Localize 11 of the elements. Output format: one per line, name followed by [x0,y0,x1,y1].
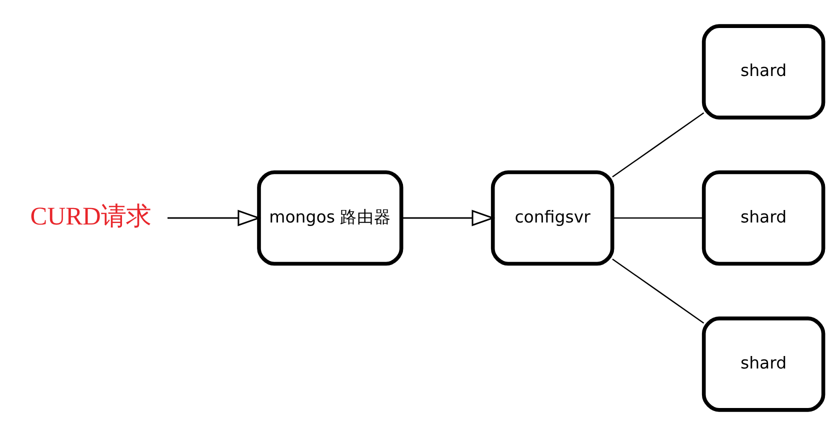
node-box: shard [702,316,826,412]
connector [612,258,704,324]
arrow [402,209,496,226]
connector [612,112,704,177]
node-box: shard [702,170,826,266]
node-box: configsvr [490,170,614,266]
node-box: mongos 路由器 [257,170,404,266]
node-box: shard [702,24,826,119]
node-text: CURD请求 [30,202,151,230]
connector [612,216,704,218]
arrow [168,209,262,226]
